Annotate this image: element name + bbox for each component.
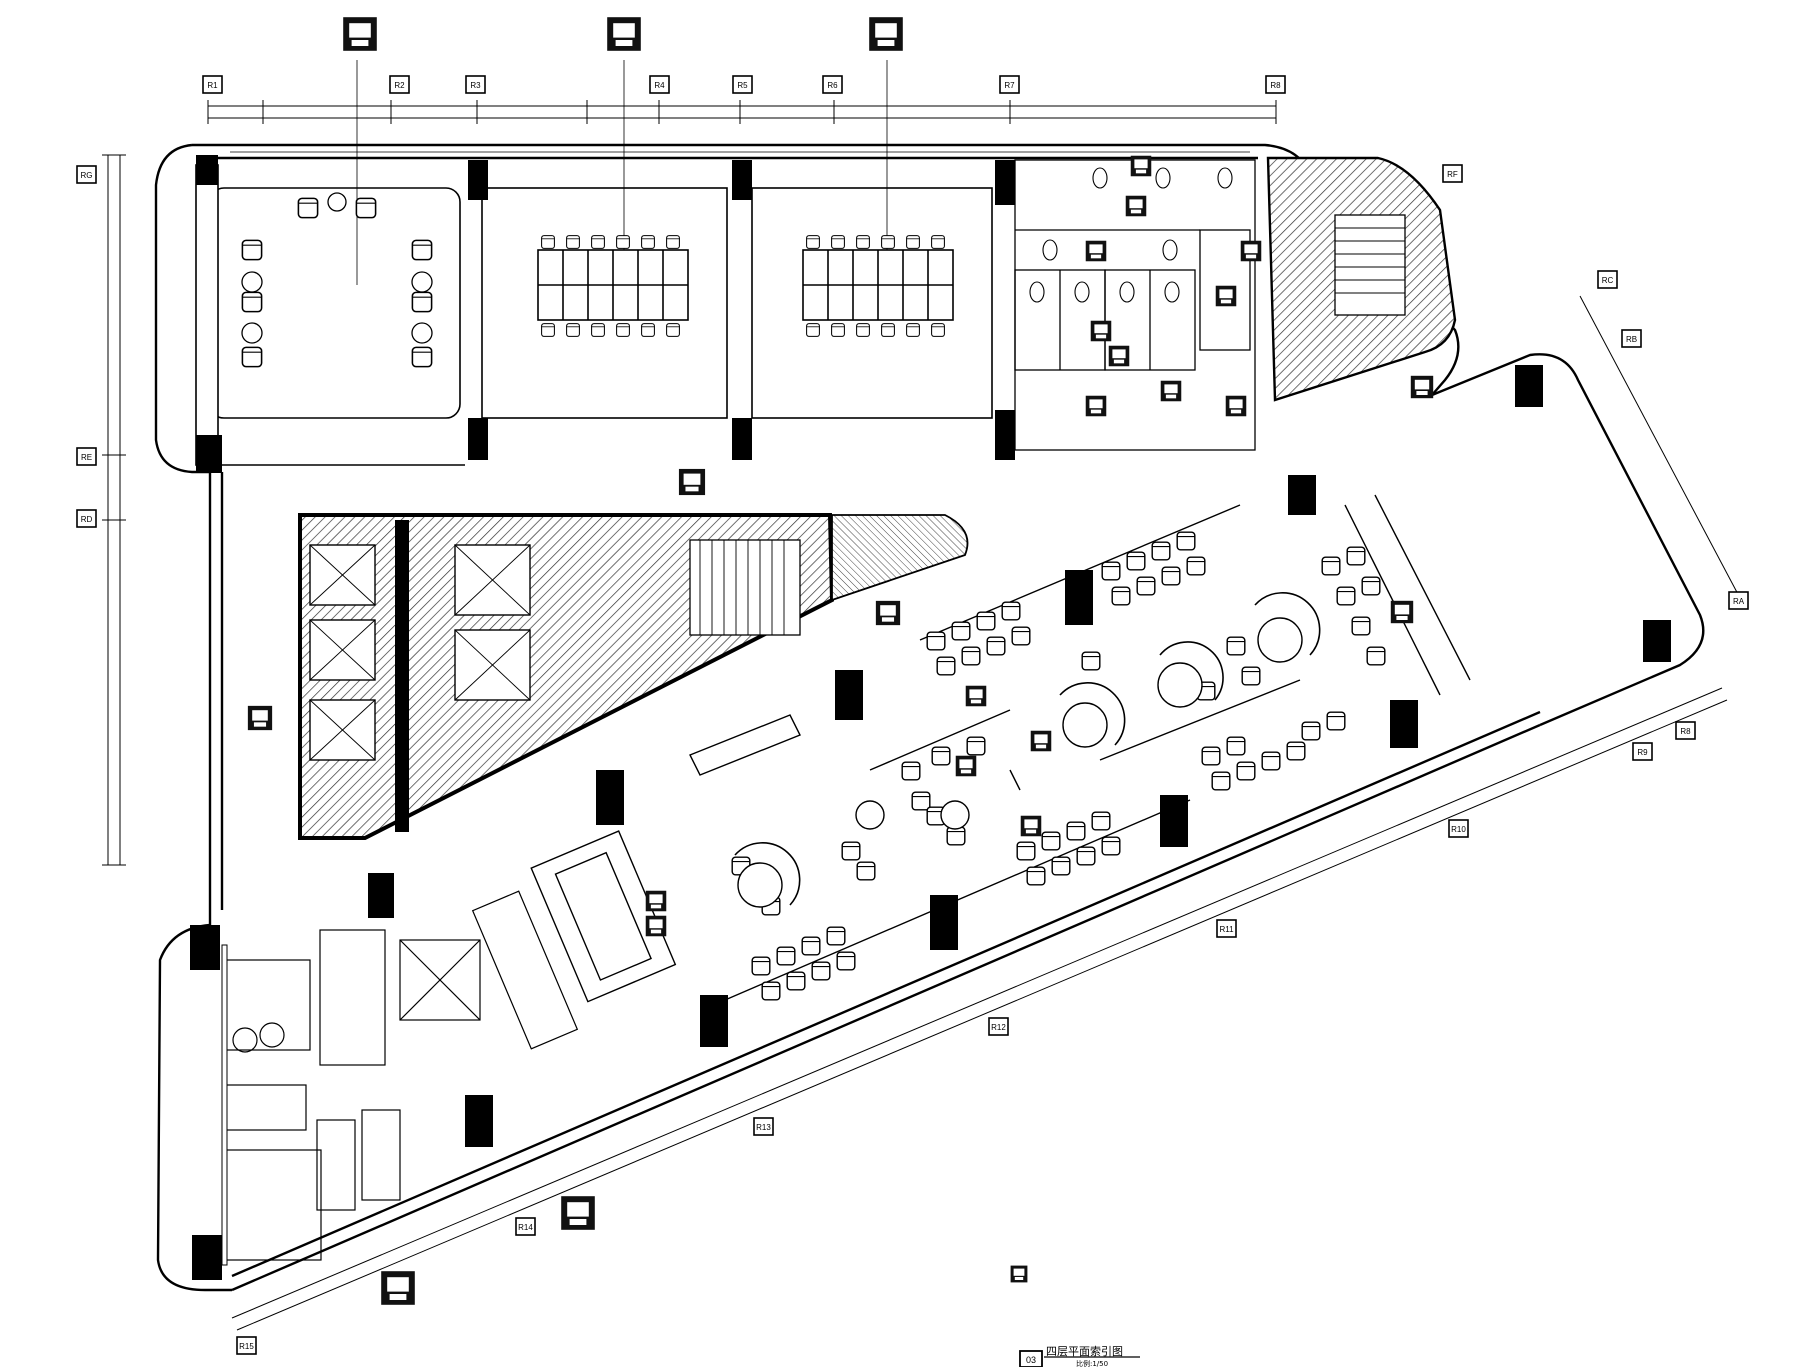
axis-label: R6 <box>827 81 838 90</box>
axis-label: R4 <box>654 81 665 90</box>
axis-label: R8 <box>1270 81 1281 90</box>
axis-label: R7 <box>1004 81 1015 90</box>
toilet-fixtures <box>1029 167 1233 303</box>
axis-label: R14 <box>518 1223 533 1232</box>
top-axis-bubbles: R1 R2 R3 R4 R5 R6 R7 R8 <box>202 75 1286 94</box>
building-outline <box>154 143 1705 1292</box>
room1-side-tables <box>241 192 433 344</box>
drawing-number-box <box>1019 1350 1043 1367</box>
left-dimension-line <box>102 154 126 866</box>
axis-label: R2 <box>394 81 405 90</box>
toilet-block <box>1014 159 1256 451</box>
right-axis-bubbles: RF RC RB RA <box>1442 164 1749 610</box>
axis-label: R10 <box>1451 825 1466 834</box>
axis-label: R11 <box>1219 925 1234 934</box>
axis-label: R8 <box>1680 727 1691 736</box>
meeting-room-1 <box>195 164 465 466</box>
core-triangle-tip <box>831 514 969 602</box>
banquette-walls <box>724 494 1471 1001</box>
booth-arcs <box>734 592 1321 906</box>
axis-label: RC <box>1602 276 1614 285</box>
structural-columns <box>190 155 1671 1280</box>
round-tables <box>737 617 1303 908</box>
axis-label: R15 <box>239 1342 254 1351</box>
axis-label: R9 <box>1637 748 1648 757</box>
kitchen-equipment <box>224 890 579 1261</box>
axis-label: RG <box>81 171 93 180</box>
bar-counter <box>530 714 801 1003</box>
drawing-title: 四层平面索引图 <box>1046 1344 1123 1358</box>
axis-label: RD <box>81 515 93 524</box>
left-axis-bubbles: RG RE RD <box>76 165 97 528</box>
diagonal-dimension-line <box>231 295 1741 1331</box>
drawing-title-block: 03 四层平面索引图 比例:1/50 <box>1019 1344 1140 1367</box>
meeting-room-2 <box>481 187 728 419</box>
core-stair <box>689 539 801 636</box>
west-wing-interior-line <box>221 944 228 1266</box>
top-dimension-line <box>207 100 1277 124</box>
axis-label: R5 <box>737 81 748 90</box>
axis-label: R3 <box>470 81 481 90</box>
diagonal-axis-bubbles: R8 R9 R10 R11 R12 R13 R14 R15 <box>236 721 1696 1355</box>
axis-label: R12 <box>991 1023 1006 1032</box>
axis-label: R13 <box>756 1123 771 1132</box>
axis-label: RB <box>1626 335 1637 344</box>
axis-label: RA <box>1733 597 1745 606</box>
axis-label: RE <box>81 453 92 462</box>
axis-label: RF <box>1447 170 1458 179</box>
axis-label: R1 <box>207 81 218 90</box>
stair-flight-ne <box>1334 214 1406 316</box>
drawing-scale: 比例:1/50 <box>1076 1359 1108 1367</box>
drawing-number: 03 <box>1026 1355 1036 1365</box>
meeting-room-3 <box>751 187 993 419</box>
